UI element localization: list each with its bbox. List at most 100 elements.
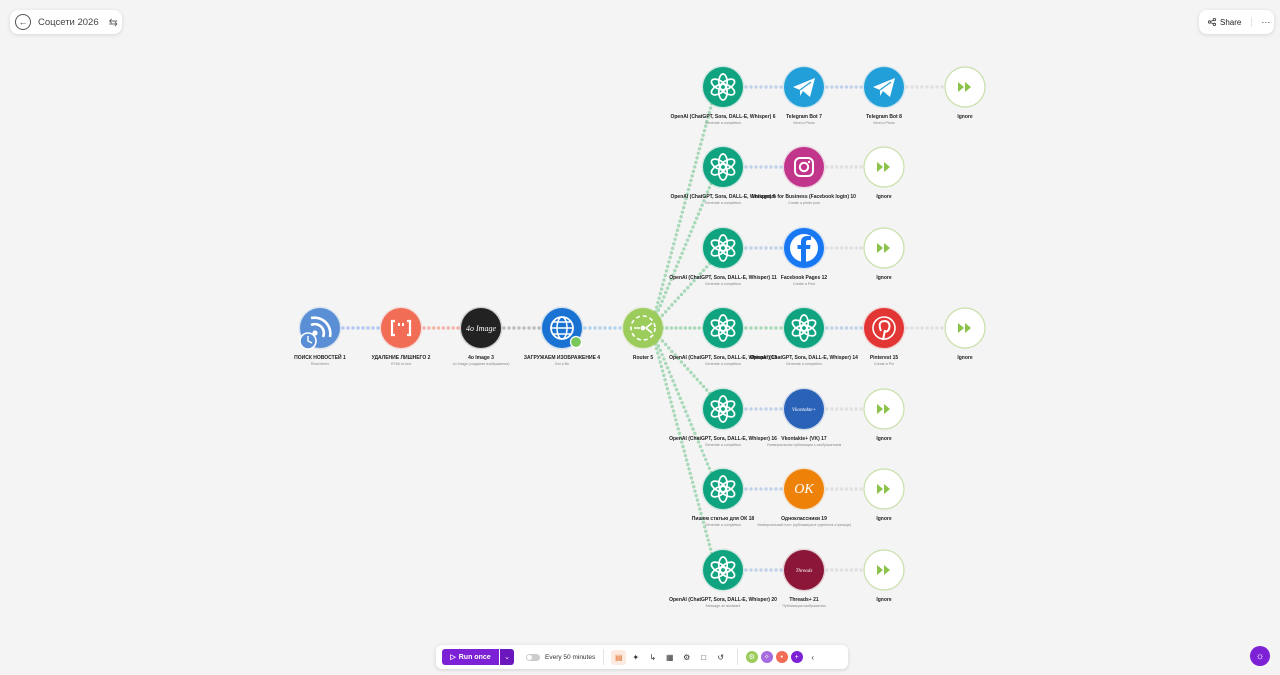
more-options-button[interactable]: ··· (1251, 17, 1270, 27)
telegram-module[interactable] (862, 65, 906, 109)
scenario-title[interactable]: Соцсети 2026 (38, 16, 99, 28)
connection-line[interactable] (744, 568, 783, 572)
add-module-icon[interactable]: + (790, 651, 803, 663)
connection-line[interactable] (744, 326, 783, 330)
module-label: Telegram Bot 7 (786, 114, 822, 120)
tools-module-icon[interactable]: ⚙ (745, 651, 758, 663)
connection-line[interactable] (905, 85, 944, 89)
instagram-module[interactable] (782, 145, 826, 189)
connection-line[interactable] (825, 246, 863, 250)
scenario-header: ← Соцсети 2026 ⇆ (10, 10, 122, 34)
text-parser-icon (390, 319, 412, 337)
connection-line[interactable] (825, 165, 863, 169)
text-parser-module[interactable] (379, 306, 423, 350)
4o-image-module[interactable]: 4o Image (459, 306, 503, 350)
router-route-line[interactable] (651, 331, 715, 479)
module-label: Ignore (957, 114, 973, 120)
connection-line[interactable] (905, 326, 944, 330)
ignore-module[interactable] (863, 549, 905, 591)
run-once-button[interactable]: ▷ Run once (442, 649, 499, 665)
notes-icon[interactable]: ▦ (665, 652, 674, 662)
connection-line[interactable] (825, 487, 863, 491)
module-subtitle: Универсальный пост (публикация в группе/… (757, 523, 851, 527)
connection-line[interactable] (744, 85, 783, 89)
flow-control-icon[interactable]: ✧ (760, 651, 773, 663)
module-label: Одноклассники 19 (781, 516, 827, 522)
globe-module[interactable] (540, 306, 584, 350)
ok-icon: OK (794, 482, 814, 497)
connection-line[interactable] (422, 326, 460, 330)
module-label: Pinterest 15 (869, 355, 899, 361)
connection-line[interactable] (744, 487, 783, 491)
connection-line[interactable] (502, 326, 541, 330)
module-label: Facebook Pages 12 (780, 275, 828, 281)
openai-module[interactable] (701, 467, 745, 511)
run-options-chevron-icon[interactable]: ⌄ (500, 649, 514, 665)
openai-module[interactable] (701, 65, 745, 109)
ignore-module[interactable] (863, 388, 905, 430)
toolbar-divider (603, 649, 605, 665)
explain-icon[interactable]: □ (701, 652, 707, 662)
4o-image-logo: 4o Image (466, 324, 496, 333)
module-subtitle: Create a Pin (874, 362, 894, 366)
flow-icon[interactable]: ↳ (649, 652, 657, 662)
ignore-module[interactable] (944, 66, 986, 108)
pinterest-module[interactable] (862, 306, 906, 350)
openai-icon (710, 475, 736, 503)
back-icon[interactable]: ← (15, 14, 31, 30)
router-route-line[interactable] (651, 333, 715, 560)
module-subtitle: Generate a completion (785, 362, 823, 366)
connection-line[interactable] (744, 407, 783, 411)
vk-icon: Vkontakte+ (792, 407, 816, 413)
svg-text:Threads: Threads (796, 568, 813, 574)
facebook-module[interactable] (782, 226, 826, 270)
connection-line[interactable] (744, 165, 783, 169)
threads-module[interactable]: Threads (782, 548, 826, 592)
ignore-module[interactable] (863, 146, 905, 188)
share-button[interactable]: Share (1208, 18, 1241, 27)
module-subtitle: Generate a completion (704, 282, 742, 286)
lightbulb-icon[interactable]: ☼ (1250, 646, 1270, 666)
settings-icon[interactable]: ⚙ (683, 652, 691, 662)
ignore-module[interactable] (863, 468, 905, 510)
router-route-line[interactable] (651, 97, 715, 323)
connection-line[interactable] (825, 85, 863, 89)
router-module[interactable] (621, 306, 665, 350)
openai-module[interactable] (701, 306, 745, 350)
module-subtitle: Generate a completion (704, 201, 742, 205)
connection-line[interactable] (583, 326, 622, 330)
switch-icon[interactable]: ⇆ (108, 16, 118, 29)
ignore-module[interactable] (944, 307, 986, 349)
vk-module[interactable]: Vkontakte+ (782, 387, 826, 431)
connection-line[interactable] (825, 568, 863, 572)
module-subtitle: Generate a completion (704, 443, 742, 447)
telegram-module[interactable] (782, 65, 826, 109)
openai-module[interactable] (701, 145, 745, 189)
openai-module[interactable] (782, 306, 826, 350)
connection-line[interactable] (341, 326, 380, 330)
run-once-label: Run once (458, 653, 491, 661)
module-label: Instagram for Business (Facebook login) … (752, 194, 856, 200)
connection-line[interactable] (825, 407, 863, 411)
ok-module[interactable]: OK (782, 467, 826, 511)
rss-module[interactable] (298, 306, 342, 350)
ignore-module[interactable] (863, 227, 905, 269)
openai-module[interactable] (701, 387, 745, 431)
openai-module[interactable] (701, 548, 745, 592)
toolbar-divider (737, 649, 739, 665)
undo-icon[interactable]: ↺ (717, 652, 725, 662)
connection-line[interactable] (744, 246, 783, 250)
openai-module[interactable] (701, 226, 745, 270)
collapse-chevron-icon[interactable]: ‹ (811, 652, 815, 662)
module-subtitle: Create a Post (793, 282, 815, 286)
instagram-icon (794, 157, 814, 177)
connection-line[interactable] (825, 326, 863, 330)
auto-align-icon[interactable]: ✦ (632, 652, 640, 662)
schedule-toggle[interactable]: Every 50 minutes (526, 653, 595, 661)
schedule-switch[interactable] (526, 653, 540, 661)
schedule-icon[interactable]: ▤ (611, 649, 627, 665)
text-parser-icon[interactable]: • (775, 651, 788, 663)
module-label: Ignore (876, 275, 892, 281)
module-subtitle: Read items (310, 362, 330, 366)
